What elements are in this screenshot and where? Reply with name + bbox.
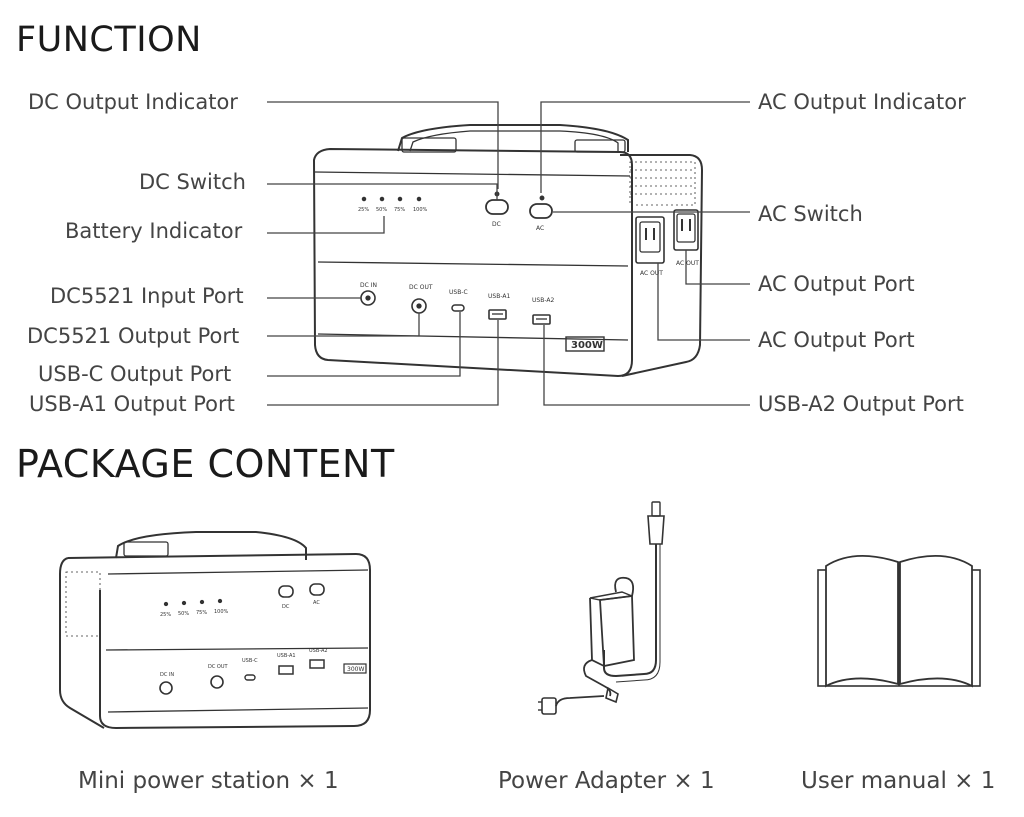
user-manual-caption: User manual × 1 — [801, 768, 996, 794]
pkg-dc-in-text: DC IN — [160, 672, 174, 678]
usb-a1-output-port-label: USB-A1 Output Port — [29, 392, 235, 416]
dc5521-input-port-label: DC5521 Input Port — [50, 284, 244, 308]
pkg-usb-c-text: USB-C — [242, 658, 258, 664]
pkg-battery-75-text: 75% — [196, 610, 207, 616]
dc-output-indicator-label: DC Output Indicator — [28, 90, 238, 114]
battery-50-text: 50% — [376, 207, 387, 213]
dc5521-output-port-label: DC5521 Output Port — [27, 324, 240, 348]
ac-output-port-label-2: AC Output Port — [758, 328, 915, 352]
power-station-diagram: AC OUT AC OUT 25% 50% 75% 100% DC AC DC … — [267, 101, 750, 406]
pkg-usb-a1-text: USB-A1 — [277, 653, 296, 659]
pkg-dc-text: DC — [282, 604, 290, 610]
mini-power-station-image: 25% 50% 75% 100% DC AC DC IN DC OUT USB-… — [59, 531, 371, 730]
user-manual-image — [817, 554, 981, 688]
usb-c-output-port-label: USB-C Output Port — [38, 362, 232, 386]
dc-text: DC — [492, 221, 501, 228]
usb-a1-text: USB-A1 — [488, 293, 510, 300]
ac-text: AC — [536, 225, 544, 232]
battery-75-text: 75% — [394, 207, 405, 213]
usb-a2-output-port-label: USB-A2 Output Port — [758, 392, 964, 416]
function-title: FUNCTION — [16, 20, 202, 60]
dc-out-text: DC OUT — [409, 284, 433, 291]
battery-100-text: 100% — [413, 207, 428, 213]
pkg-power-300w-text: 300W — [347, 666, 364, 673]
pkg-ac-text: AC — [313, 600, 320, 606]
usb-a2-text: USB-A2 — [532, 297, 554, 304]
ac-output-port-label-1: AC Output Port — [758, 272, 915, 296]
pkg-battery-50-text: 50% — [178, 611, 189, 617]
usb-c-text: USB-C — [449, 289, 468, 296]
ac-output-indicator-label: AC Output Indicator — [758, 90, 966, 114]
dc-switch-label: DC Switch — [139, 170, 246, 194]
power-adapter-image — [538, 501, 665, 715]
package-content-title: PACKAGE CONTENT — [16, 442, 395, 486]
dc-in-text: DC IN — [360, 282, 377, 289]
mini-power-station-caption: Mini power station × 1 — [78, 768, 339, 794]
pkg-battery-100-text: 100% — [214, 609, 229, 615]
battery-25-text: 25% — [358, 207, 369, 213]
pkg-usb-a2-text: USB-A2 — [309, 648, 328, 654]
ac-out-text-1: AC OUT — [640, 270, 663, 277]
pkg-battery-25-text: 25% — [160, 612, 171, 618]
pkg-dc-out-text: DC OUT — [208, 664, 229, 670]
ac-out-text-2: AC OUT — [676, 260, 699, 267]
power-adapter-caption: Power Adapter × 1 — [498, 768, 715, 794]
battery-indicator-label: Battery Indicator — [65, 219, 243, 243]
power-300w-text: 300W — [571, 340, 603, 351]
ac-switch-label: AC Switch — [758, 202, 863, 226]
